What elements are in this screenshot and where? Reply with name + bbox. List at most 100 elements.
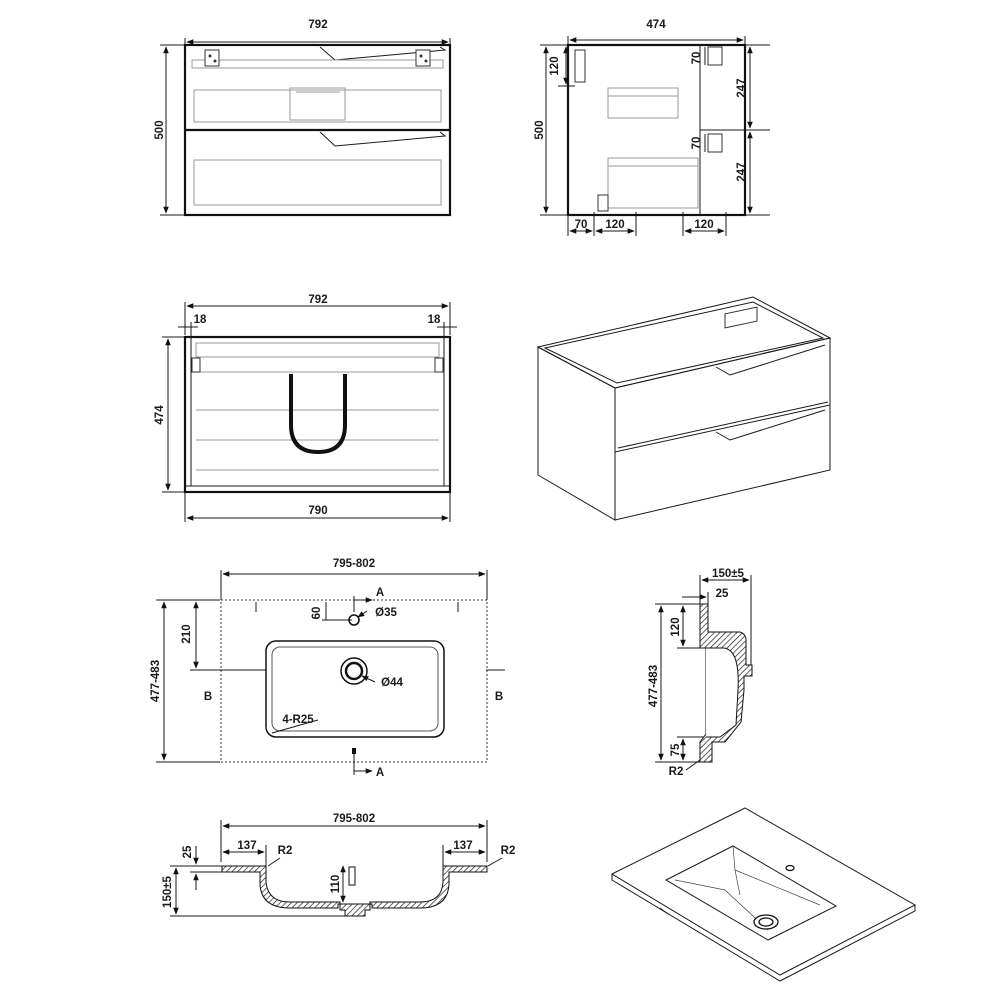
basin-width-dimension: 795-802 (220, 558, 488, 600)
top-wall-dimensions: 18 18 (178, 314, 457, 338)
side-rail-dimensions: 70 70 (691, 47, 706, 152)
top-inner-width-dimension: 790 (184, 492, 451, 522)
front-height-dimension: 500 (154, 44, 184, 216)
section-b-left-label: B (204, 691, 212, 703)
side-bottom-mid-label: 120 (605, 219, 624, 231)
top-cabinet-outline (183, 335, 452, 494)
section-a-left-radius-leader (267, 857, 281, 867)
side-bottom-left-label: 70 (575, 219, 588, 231)
top-width-label: 792 (308, 294, 327, 306)
side-top-offset-label: 120 (549, 56, 561, 75)
iso-drawer-split-inner (617, 401, 829, 449)
basin-tap-hole-label: Ø35 (375, 607, 397, 619)
basin-back-notches (255, 602, 459, 612)
basin-iso-bowl-rim (664, 845, 838, 941)
basin-width-label: 795-802 (333, 558, 375, 570)
basin-iso-top (610, 807, 917, 976)
basin-isometric-view (610, 807, 917, 982)
section-a-top-label: A (376, 587, 384, 599)
side-height-dimension: 500 (534, 44, 567, 216)
section-b-radius-label: R2 (669, 766, 684, 778)
section-a-rim-dimensions: 137 137 R2 R2 (222, 840, 516, 867)
section-a-width-dimension: 795-802 (220, 813, 488, 862)
side-bottom-right-label: 120 (694, 219, 713, 231)
top-hidden-internals (195, 342, 440, 471)
basin-iso-edge (611, 874, 916, 982)
section-a-height-dimensions: 25 150±5 110 (162, 845, 346, 917)
section-b-bowl (706, 647, 739, 738)
iso-drawer-split (614, 404, 831, 453)
section-a-bottom-label: A (376, 767, 384, 779)
top-depth-dimension: 474 (154, 336, 184, 493)
top-siphon-cutout (289, 374, 347, 455)
basin-drain-inner (344, 661, 364, 681)
iso-lower-handle (715, 409, 826, 441)
section-b-back-label: 120 (670, 617, 682, 636)
iso-side-face (537, 346, 616, 521)
basin-depth-label: 477-483 (150, 660, 162, 702)
basin-iso-underside (659, 907, 669, 915)
basin-radius-label: 4-R25 (282, 714, 314, 726)
side-rail-upper (707, 46, 723, 66)
basin-top-view: 795-802 477-483 210 A A B B (150, 558, 505, 779)
basin-overflow-mark (352, 748, 356, 754)
front-hang-brackets (204, 49, 431, 67)
side-top-offset-dimension: 120 (549, 46, 575, 87)
section-a-right-radius-label: R2 (501, 845, 516, 857)
basin-iso-bowl-shading (674, 845, 821, 931)
basin-iso-drain-inner (758, 917, 774, 927)
side-hidden-internals (607, 87, 699, 209)
section-b-overall-label: 150±5 (712, 568, 744, 580)
basin-section-a: 795-802 137 137 R2 R2 25 150±5 110 (162, 813, 516, 917)
top-left-wall-label: 18 (194, 314, 207, 326)
section-a-left-radius-label: R2 (278, 845, 293, 857)
section-b-radius-leader (685, 759, 701, 771)
side-bracket-upper-label: 70 (691, 52, 703, 65)
cabinet-isometric-view (536, 296, 832, 521)
side-view: 474 500 120 70 (534, 19, 770, 236)
section-a-bowl-depth-label: 110 (330, 875, 342, 894)
side-bottom-dimensions: 70 120 120 (567, 212, 727, 236)
side-upper-drawer-label: 247 (736, 78, 748, 97)
basin-depth-dimension: 477-483 (150, 599, 220, 763)
side-height-label: 500 (534, 120, 546, 139)
section-b-rim-label: 25 (716, 588, 729, 600)
top-inner-width-label: 790 (308, 505, 327, 517)
basin-bowl-outer (265, 640, 445, 738)
section-b-front-label: 75 (670, 743, 682, 756)
drain-leader (361, 675, 376, 683)
radius-leader (271, 719, 319, 734)
side-bracket-lower-label: 70 (691, 137, 703, 150)
section-a-right-rim-label: 137 (453, 840, 472, 852)
basin-hole-offset-label: 210 (181, 624, 193, 643)
section-a-left-rim-label: 137 (237, 840, 256, 852)
top-width-dimension: 792 (184, 294, 451, 335)
upper-handle-groove (319, 46, 447, 61)
section-a-profile (221, 865, 488, 917)
iso-top-inner (543, 301, 825, 384)
top-right-bracket (434, 357, 444, 373)
front-hidden-internals (191, 59, 444, 206)
side-depth-label: 474 (646, 19, 666, 31)
section-a-overflow-slot (348, 866, 356, 886)
basin-iso-tap-hole (785, 864, 795, 872)
top-view: 792 18 18 474 (154, 294, 457, 522)
section-a-width-label: 795-802 (333, 813, 375, 825)
basin-hole-edge-label: 60 (311, 607, 323, 620)
section-b-right-label: B (495, 691, 503, 703)
basin-section-b: 150±5 25 477-483 120 75 R2 (648, 568, 753, 778)
side-rail-lower (707, 133, 723, 153)
iso-front-face (614, 337, 831, 521)
side-lower-bracket (597, 194, 609, 212)
top-left-bracket (191, 357, 201, 373)
section-b-depth-label: 477-483 (648, 665, 660, 707)
iso-bracket (724, 306, 758, 329)
front-height-label: 500 (154, 120, 166, 139)
side-depth-dimension: 474 (567, 19, 746, 46)
side-drawer-dimensions: 247 247 (736, 44, 770, 216)
section-a-thickness-label: 25 (182, 845, 194, 858)
iso-upper-handle (715, 344, 826, 376)
tap-hole-leader (357, 610, 368, 618)
